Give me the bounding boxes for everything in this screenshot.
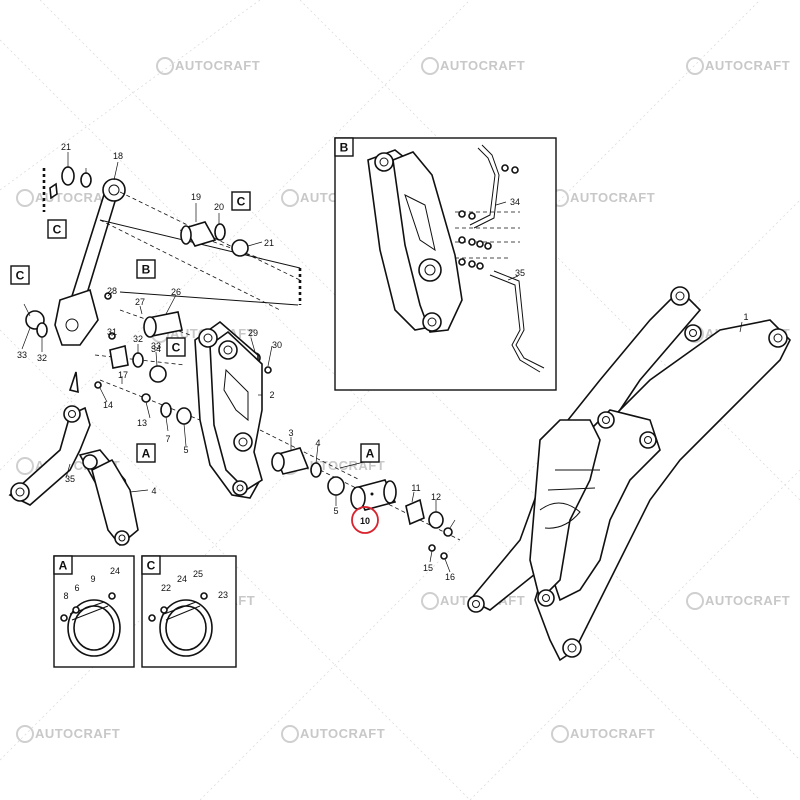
watermark-text: AUTOCRAFT [705, 58, 790, 73]
links-35 [8, 405, 139, 547]
callout-35: 35 [515, 268, 525, 278]
callout-23: 23 [218, 590, 228, 600]
callout-3: 3 [288, 428, 293, 438]
callout-4: 4 [151, 486, 156, 496]
callout-17: 17 [118, 370, 128, 380]
callout-31: 31 [107, 327, 117, 337]
callout-18: 18 [113, 151, 123, 161]
leader-lines [21, 152, 743, 573]
reference-box-a: A [360, 443, 380, 463]
callout-21: 21 [264, 238, 274, 248]
callout-25: 25 [193, 569, 203, 579]
callout-33: 33 [17, 350, 27, 360]
callout-labels: 1234551011121314151617181920212126272829… [17, 142, 749, 601]
watermark: AUTOCRAFT [686, 57, 790, 75]
callout-30: 30 [272, 340, 282, 350]
watermark: AUTOCRAFT [281, 725, 385, 743]
callout-19: 19 [191, 192, 201, 202]
watermark: AUTOCRAFT [16, 725, 120, 743]
callout-9: 9 [90, 574, 95, 584]
callout-34: 34 [151, 344, 161, 354]
pin-retainer [405, 498, 453, 560]
reference-box-b: B [136, 259, 156, 279]
callout-29: 29 [248, 328, 258, 338]
reference-letter: C [16, 269, 25, 283]
callout-14: 14 [103, 400, 113, 410]
watermark-text: AUTOCRAFT [300, 726, 385, 741]
reference-box-c: C [166, 337, 186, 357]
callout-5: 5 [333, 506, 338, 516]
callout-26: 26 [171, 287, 181, 297]
watermark: AUTOCRAFT [551, 725, 655, 743]
callout-32: 32 [37, 353, 47, 363]
watermark-text: AUTOCRAFT [440, 58, 525, 73]
reference-letter: A [366, 447, 375, 461]
callout-32: 32 [133, 334, 143, 344]
reference-box-c: C [231, 191, 251, 211]
callout-10: 10 [360, 516, 370, 526]
reference-letter: C [237, 195, 246, 209]
reference-letter: C [172, 341, 181, 355]
bracket-2 [194, 320, 263, 499]
pin-10 [350, 479, 397, 511]
watermark: AUTOCRAFT [686, 592, 790, 610]
reference-letter: A [59, 559, 68, 573]
reference-box-b: B [334, 137, 354, 157]
watermark-text: AUTOCRAFT [175, 58, 260, 73]
callout-12: 12 [431, 492, 441, 502]
link-rod-18 [49, 166, 126, 346]
watermark-text: AUTOCRAFT [570, 190, 655, 205]
highlight-ring [351, 506, 379, 534]
callout-13: 13 [137, 418, 147, 428]
watermark-text: AUTOCRAFT [705, 593, 790, 608]
callout-6: 6 [74, 583, 79, 593]
callout-35: 35 [65, 474, 75, 484]
reference-box-a: A [53, 555, 73, 575]
callout-22: 22 [161, 583, 171, 593]
watermark: AUTOCRAFT [421, 57, 525, 75]
callout-33: 33 [151, 341, 161, 351]
callout-24: 24 [177, 574, 187, 584]
lift-arm-assembly [467, 286, 791, 662]
inset-b [334, 137, 557, 391]
reference-letter: C [53, 223, 62, 237]
orientation-triangle [68, 371, 79, 394]
reference-letter: B [340, 141, 349, 155]
callout-24: 24 [110, 566, 120, 576]
watermark: AUTOCRAFT [156, 57, 260, 75]
callout-11: 11 [411, 483, 420, 493]
callout-20: 20 [214, 202, 224, 212]
callout-5: 5 [183, 445, 188, 455]
reference-letter: C [147, 559, 156, 573]
callout-2: 2 [269, 390, 274, 400]
reference-letter: B [142, 263, 151, 277]
reference-letter: A [142, 447, 151, 461]
callout-15: 15 [423, 563, 433, 573]
callout-7: 7 [165, 434, 170, 444]
reference-boxes: A B C A B C C C C A [10, 137, 380, 575]
reference-box-c: C [47, 219, 67, 239]
watermark: AUTOCRAFT [551, 189, 655, 207]
callout-21: 21 [61, 142, 71, 152]
watermark-text: AUTOCRAFT [570, 726, 655, 741]
callout-34: 34 [510, 197, 520, 207]
callout-1: 1 [743, 312, 748, 322]
callout-8: 8 [63, 591, 68, 601]
reference-box-c: C [141, 555, 161, 575]
callout-27: 27 [135, 297, 145, 307]
callout-4: 4 [315, 438, 320, 448]
watermark-text: AUTOCRAFT [35, 726, 120, 741]
callout-16: 16 [445, 572, 455, 582]
callout-28: 28 [107, 286, 117, 296]
reference-box-c: C [10, 265, 30, 285]
reference-box-a: A [136, 443, 156, 463]
